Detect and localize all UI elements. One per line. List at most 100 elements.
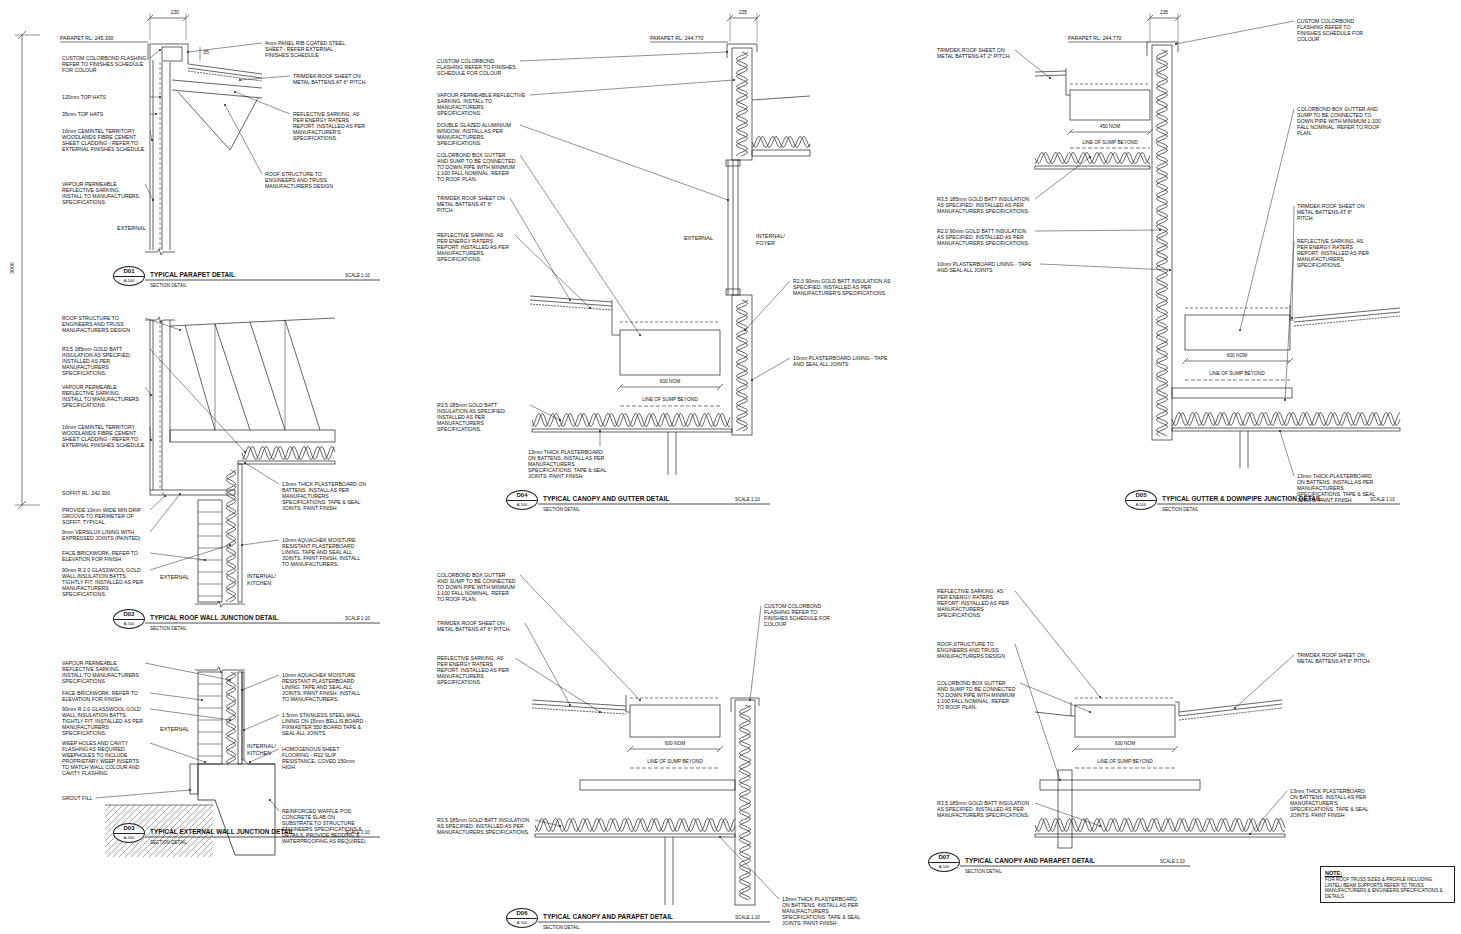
callout-note: PROVIDE 10mm WIDE MIN DRIP GROOVE TO PER… (62, 507, 147, 525)
insulation-batt (752, 137, 810, 148)
extension-line (1150, 13, 1151, 42)
dimension-text: 3000 (9, 258, 15, 278)
box-gutter (1075, 705, 1175, 737)
callout-note: WEEP HOLES AND CAVITY FLASHING AS REQUIR… (62, 740, 147, 776)
detail-reference-bubble: D07A-500 (928, 852, 960, 872)
callout-note: 13mm THICK PLASTERBOARD ON BATTENS. INST… (528, 449, 608, 479)
gutter-lip (612, 300, 620, 335)
callout-note: COLORBOND BOX GUTTER AND SUMP TO BE CONN… (437, 152, 517, 182)
leader-dot (639, 699, 641, 701)
leader-dot (179, 329, 181, 331)
drawing-line (738, 160, 739, 295)
steel-lining (242, 672, 244, 760)
leader-dot (726, 51, 728, 53)
leader-dot (559, 419, 561, 421)
roof-sheet (1294, 312, 1400, 322)
insulation-batt (535, 819, 735, 832)
drawing-line (170, 62, 171, 250)
brick-course (198, 512, 222, 513)
wall-frame (732, 295, 752, 435)
dimension-text: 450 NOM (1095, 124, 1125, 130)
drawing-line (733, 160, 734, 295)
leader-dot (241, 544, 243, 546)
leader-dot (1099, 696, 1101, 698)
parapet-wall (732, 48, 752, 160)
brick-wall (198, 672, 222, 764)
drawing-line (1240, 431, 1241, 468)
leader-line (1240, 109, 1294, 330)
title-underline (1157, 504, 1400, 505)
leader-line (1015, 50, 1050, 78)
node-text: A-500 (507, 919, 537, 927)
extension-line (757, 13, 758, 42)
dimension-tick (627, 746, 633, 752)
detail-subtitle: SECTION DETAIL (150, 626, 187, 631)
gutter-top (630, 698, 720, 699)
callout-note: CUSTOM COLORBOND FLASHING REFER TO FINIS… (1297, 18, 1372, 42)
callout-note: VAPOUR PERMEABLE REFLECTIVE SARKING. INS… (437, 92, 527, 116)
drawing-line (170, 320, 171, 442)
leader-line (150, 494, 180, 532)
roof-sheet (1035, 75, 1066, 76)
detail-subtitle: SECTION DETAIL (543, 507, 580, 512)
ceiling-lining (535, 834, 735, 837)
ceiling-lining (752, 150, 810, 156)
dimension-tick (1067, 129, 1073, 135)
dimension-text: LINE OF SUMP BEYOND (645, 759, 705, 765)
dimension-line (1075, 749, 1175, 750)
sarking (188, 71, 262, 81)
roof-sheet (188, 64, 262, 74)
leader-dot (719, 836, 721, 838)
node-text: A-500 (929, 863, 959, 871)
dimension-line (200, 47, 201, 61)
insulation-batt (242, 447, 335, 460)
extension-line (15, 35, 40, 36)
title-underline (960, 866, 1190, 867)
leader-dot (159, 96, 161, 98)
leader-line (720, 837, 779, 899)
leader-dot (1159, 229, 1161, 231)
callout-note: TRIMDEK ROOF SHEET ON METAL BATTENS AT 6… (437, 195, 507, 213)
leader-dot (589, 307, 591, 309)
dimension-text: LINE OF SUMP BEYOND (1080, 140, 1140, 146)
leader-dot (150, 439, 152, 441)
leader-line (242, 675, 279, 690)
insulation-batt (737, 52, 748, 156)
drawing-line (160, 62, 161, 250)
detail-title: TYPICAL CANOPY AND PARAPET DETAIL (965, 857, 1095, 865)
detail-title: TYPICAL CANOPY AND PARAPET DETAIL (543, 913, 673, 921)
leader-line (535, 820, 560, 826)
room-name: EXTERNAL (684, 235, 713, 242)
leader-line (145, 184, 153, 200)
callout-note: TRIMDEK ROOF SHEET ON METAL BATTENS AT 6… (1297, 203, 1367, 221)
leader-line (188, 43, 262, 52)
drawing-line (250, 322, 285, 430)
leader-line (1285, 241, 1294, 400)
dimension-line (150, 18, 186, 19)
leader-dot (1089, 156, 1091, 158)
node-heading: D01 (114, 267, 144, 277)
detail-title: TYPICAL GUTTER & DOWNPIPE JUNCTION DETAI… (1162, 495, 1322, 503)
drawing-line (160, 320, 161, 490)
drawing-line (285, 320, 286, 430)
insulation-batt (1035, 819, 1285, 832)
drawing-line (673, 837, 674, 905)
leader-line (150, 427, 151, 440)
node-text: A-500 (1126, 501, 1156, 509)
post (1058, 770, 1072, 848)
leader-line (515, 235, 590, 308)
callout-note: PARAPET RL: 244.770 (1068, 35, 1121, 41)
room-name: INTERNAL/ KITCHEN (247, 743, 279, 756)
dimension-text: 600 NOM (1222, 353, 1252, 359)
leader-dot (639, 334, 641, 336)
insulation-batt (737, 300, 748, 431)
callout-note: VAPOUR PERMEABLE REFLECTIVE SARKING. INS… (62, 660, 142, 684)
brick-course (198, 524, 222, 525)
extension-line (1178, 13, 1179, 42)
dimension-tick (717, 384, 723, 390)
scale-note: SCALE 1:10 (345, 616, 370, 621)
drawing-line (178, 92, 230, 150)
leader-line (1040, 264, 1170, 270)
insulation-batt (737, 52, 748, 156)
